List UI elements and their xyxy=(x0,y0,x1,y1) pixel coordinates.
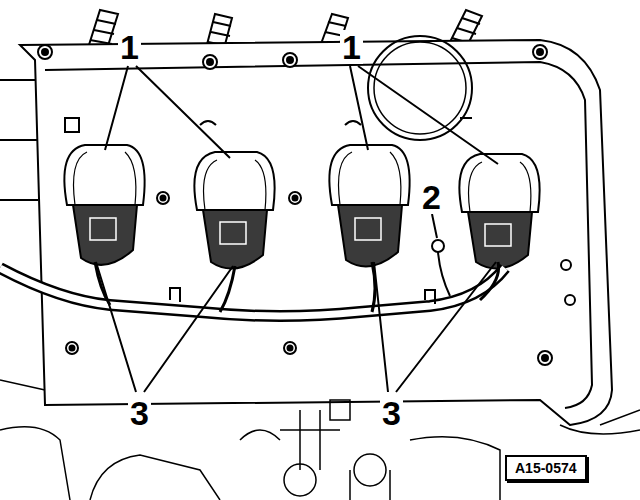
callout-number: 3 xyxy=(380,396,403,430)
callout-number: 1 xyxy=(340,30,363,64)
leader-lines xyxy=(96,66,498,392)
ignition-coils xyxy=(64,145,539,269)
wiring-harness xyxy=(0,240,505,316)
callout-number: 1 xyxy=(118,30,141,64)
callout-number: 2 xyxy=(420,180,443,214)
callout-number: 3 xyxy=(128,396,151,430)
lower-engine xyxy=(0,380,640,500)
figure-code-box: A15-0574 xyxy=(505,455,587,481)
figure-code: A15-0574 xyxy=(515,460,577,476)
